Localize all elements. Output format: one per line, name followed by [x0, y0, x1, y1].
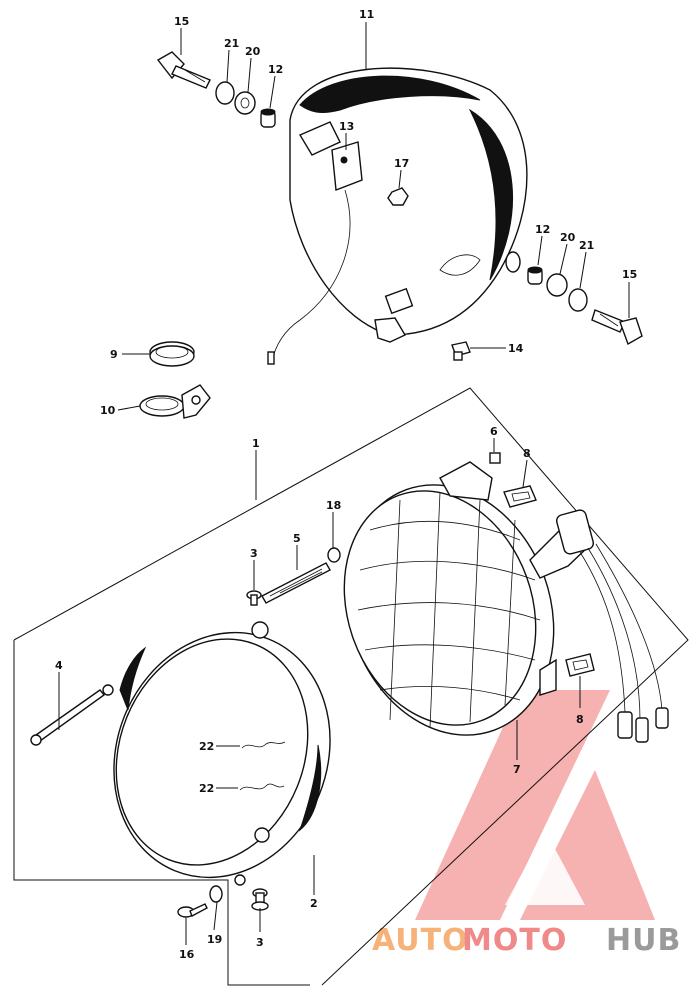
callout-15-right: 15: [622, 268, 637, 281]
callout-10: 10: [100, 404, 116, 417]
clamp-ring-10: [139, 384, 211, 419]
washer-18: [327, 547, 341, 563]
callout-4: 4: [55, 659, 63, 672]
headlight-rim: [102, 621, 331, 886]
adjusting-screw-5: [261, 562, 331, 604]
callout-8-upper: 8: [523, 447, 531, 460]
callout-11: 11: [359, 8, 374, 21]
screw-3-upper: [246, 590, 262, 606]
watermark-text-auto: AUTO: [372, 923, 469, 958]
callout-5: 5: [293, 532, 301, 545]
clip-8-lower: [565, 653, 595, 677]
callout-15-left: 15: [174, 15, 189, 28]
callout-2: 2: [310, 897, 318, 910]
bolt-15-right: [591, 309, 643, 346]
washer-20-left: [234, 91, 256, 115]
washer-20-left-hole: [240, 97, 250, 109]
callout-7: 7: [513, 763, 521, 776]
nut-17: [387, 187, 409, 206]
callout-labels: 15 21 20 12 11 13 17 12 20 21 15 14 9 10…: [55, 8, 637, 961]
callout-20-right: 20: [560, 231, 576, 244]
callout-14: 14: [508, 342, 524, 355]
callout-8-lower: 8: [576, 713, 584, 726]
watermark-triangle-inner: [505, 830, 585, 905]
bushing-12-right: [527, 266, 543, 285]
watermark-logo: AUTO MOTO HUB: [372, 690, 681, 958]
callout-17: 17: [394, 157, 409, 170]
callout-18: 18: [326, 499, 341, 512]
clip-6: [489, 452, 501, 464]
spring-ring-9: [149, 341, 195, 367]
screw-16: [177, 903, 208, 918]
screw-4: [30, 689, 106, 746]
callout-13: 13: [339, 120, 354, 133]
washer-21-right: [568, 288, 588, 312]
clip-8-upper: [503, 485, 537, 508]
callout-12-left: 12: [268, 63, 283, 76]
callout-12-right: 12: [535, 223, 550, 236]
callout-3-lower: 3: [256, 936, 264, 949]
callout-16: 16: [179, 948, 195, 961]
callout-19: 19: [207, 933, 222, 946]
screw-3-lower: [251, 888, 269, 911]
callout-22-upper: 22: [199, 740, 214, 753]
washer-19: [209, 885, 223, 903]
socket-connector: [529, 509, 669, 743]
leader-lines: [58, 22, 630, 945]
emblem-22-upper: [241, 741, 286, 749]
callout-21-right: 21: [579, 239, 594, 252]
wire-grommet: [267, 121, 363, 365]
headlight-case: [289, 67, 528, 343]
screw-14: [451, 341, 471, 361]
callout-9: 9: [110, 348, 118, 361]
watermark-text-moto: MOTO: [462, 923, 567, 958]
emblem-22-lower: [239, 783, 285, 791]
callout-20-left: 20: [245, 45, 261, 58]
callout-3-upper: 3: [250, 547, 258, 560]
washer-20-right: [546, 273, 568, 297]
bolt-15-left: [156, 51, 211, 89]
watermark-text-hub: HUB: [606, 923, 681, 958]
callout-21-left: 21: [224, 37, 239, 50]
callout-6: 6: [490, 425, 498, 438]
sealed-beam-unit: [343, 461, 557, 736]
callout-22-lower: 22: [199, 782, 214, 795]
callout-1: 1: [252, 437, 260, 450]
washer-21-left: [215, 81, 235, 105]
bushing-12-left: [260, 108, 276, 128]
